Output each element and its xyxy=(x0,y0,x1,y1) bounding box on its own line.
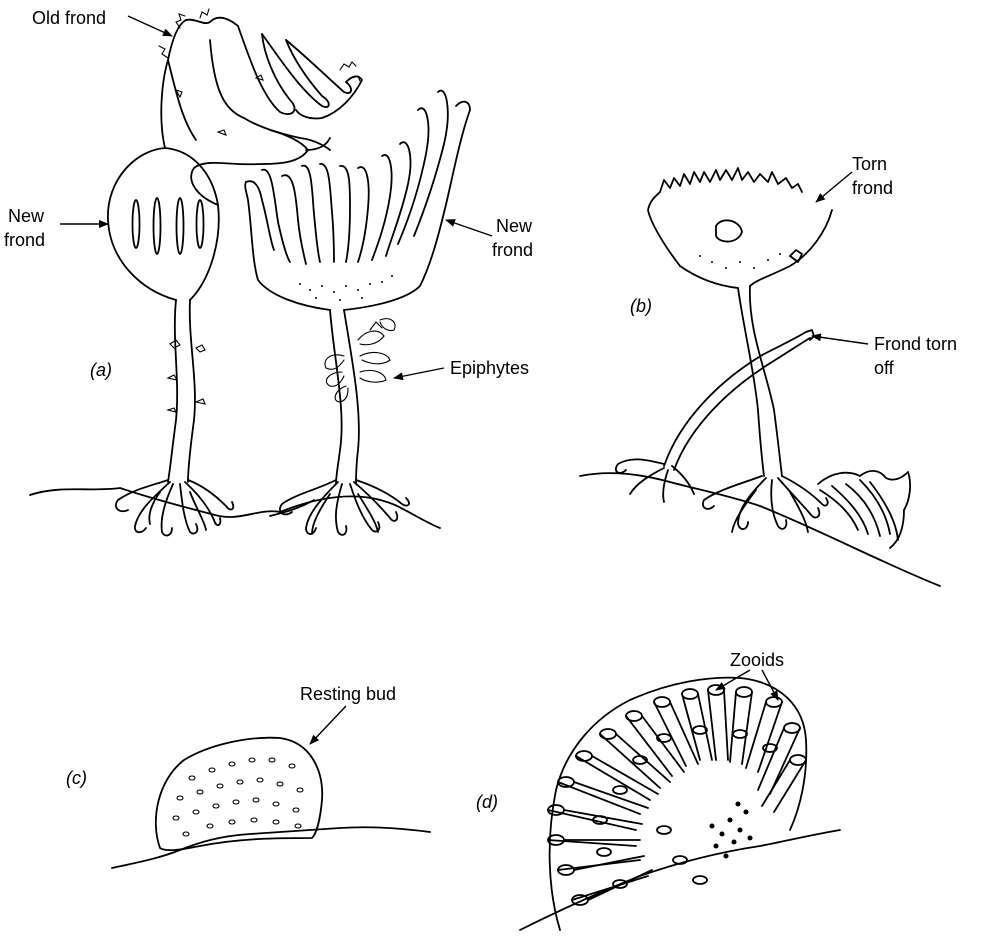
epiphyte-flecks-left xyxy=(168,340,205,412)
torn-frond-stipple xyxy=(699,253,781,269)
label-new-frond-left-line1: New xyxy=(8,206,45,226)
torn-frond-plant xyxy=(648,168,832,476)
arrow-epiphytes xyxy=(394,368,444,378)
seabed-line-d xyxy=(520,830,840,930)
resting-bud xyxy=(156,738,322,850)
arrow-zooids-right xyxy=(762,670,778,700)
label-epiphytes: Epiphytes xyxy=(450,358,529,378)
label-resting-bud: Resting bud xyxy=(300,684,396,704)
holdfast-b xyxy=(703,476,828,532)
label-torn-frond-line1: Torn xyxy=(852,154,887,174)
arrow-torn-frond xyxy=(816,172,852,202)
label-new-frond-right-line1: New xyxy=(496,216,533,236)
label-zooids: Zooids xyxy=(730,650,784,670)
label-new-frond-right-line2: frond xyxy=(492,240,533,260)
seabed-line-b xyxy=(580,473,940,586)
arrow-resting-bud xyxy=(310,706,346,744)
old-frond xyxy=(161,18,362,205)
torn-off-stipe xyxy=(664,330,814,470)
arrow-old-frond xyxy=(128,16,172,36)
panel-c-drawing: (c) Resting bud xyxy=(66,684,430,868)
resting-bud-texture xyxy=(173,758,303,836)
arrow-frond-torn-off xyxy=(812,336,868,344)
new-frond-right xyxy=(245,91,470,310)
panel-b-drawing: (b) Torn frond Frond torn off xyxy=(580,154,957,586)
frond-stipple-right xyxy=(299,275,393,301)
panel-label-b: (b) xyxy=(630,296,652,316)
stipe-right xyxy=(330,310,359,484)
holdfast-left xyxy=(116,480,233,535)
new-frond-left xyxy=(108,148,219,300)
label-frond-torn-off-line1: Frond torn xyxy=(874,334,957,354)
panel-label-a: (a) xyxy=(90,360,112,380)
label-old-frond: Old frond xyxy=(32,8,106,28)
label-torn-frond-line2: frond xyxy=(852,178,893,198)
small-clump xyxy=(818,471,910,548)
panel-label-c: (c) xyxy=(66,768,87,788)
label-new-frond-left-line2: frond xyxy=(4,230,45,250)
panel-a-drawing: (a) Old frond New frond New frond Epiphy… xyxy=(4,8,533,535)
colony-outline xyxy=(550,678,807,930)
torn-off-holdfast xyxy=(616,459,694,502)
zooids xyxy=(548,685,806,905)
panel-label-d: (d) xyxy=(476,792,498,812)
old-frond-tatters xyxy=(159,9,360,135)
panel-d-drawing: (d) Zooids xyxy=(476,650,840,930)
frond-slits-left xyxy=(133,198,204,254)
stipe-left xyxy=(168,300,195,482)
zooid-stipple-center xyxy=(710,802,752,858)
arrow-new-frond-right xyxy=(446,220,492,236)
label-frond-torn-off-line2: off xyxy=(874,358,895,378)
